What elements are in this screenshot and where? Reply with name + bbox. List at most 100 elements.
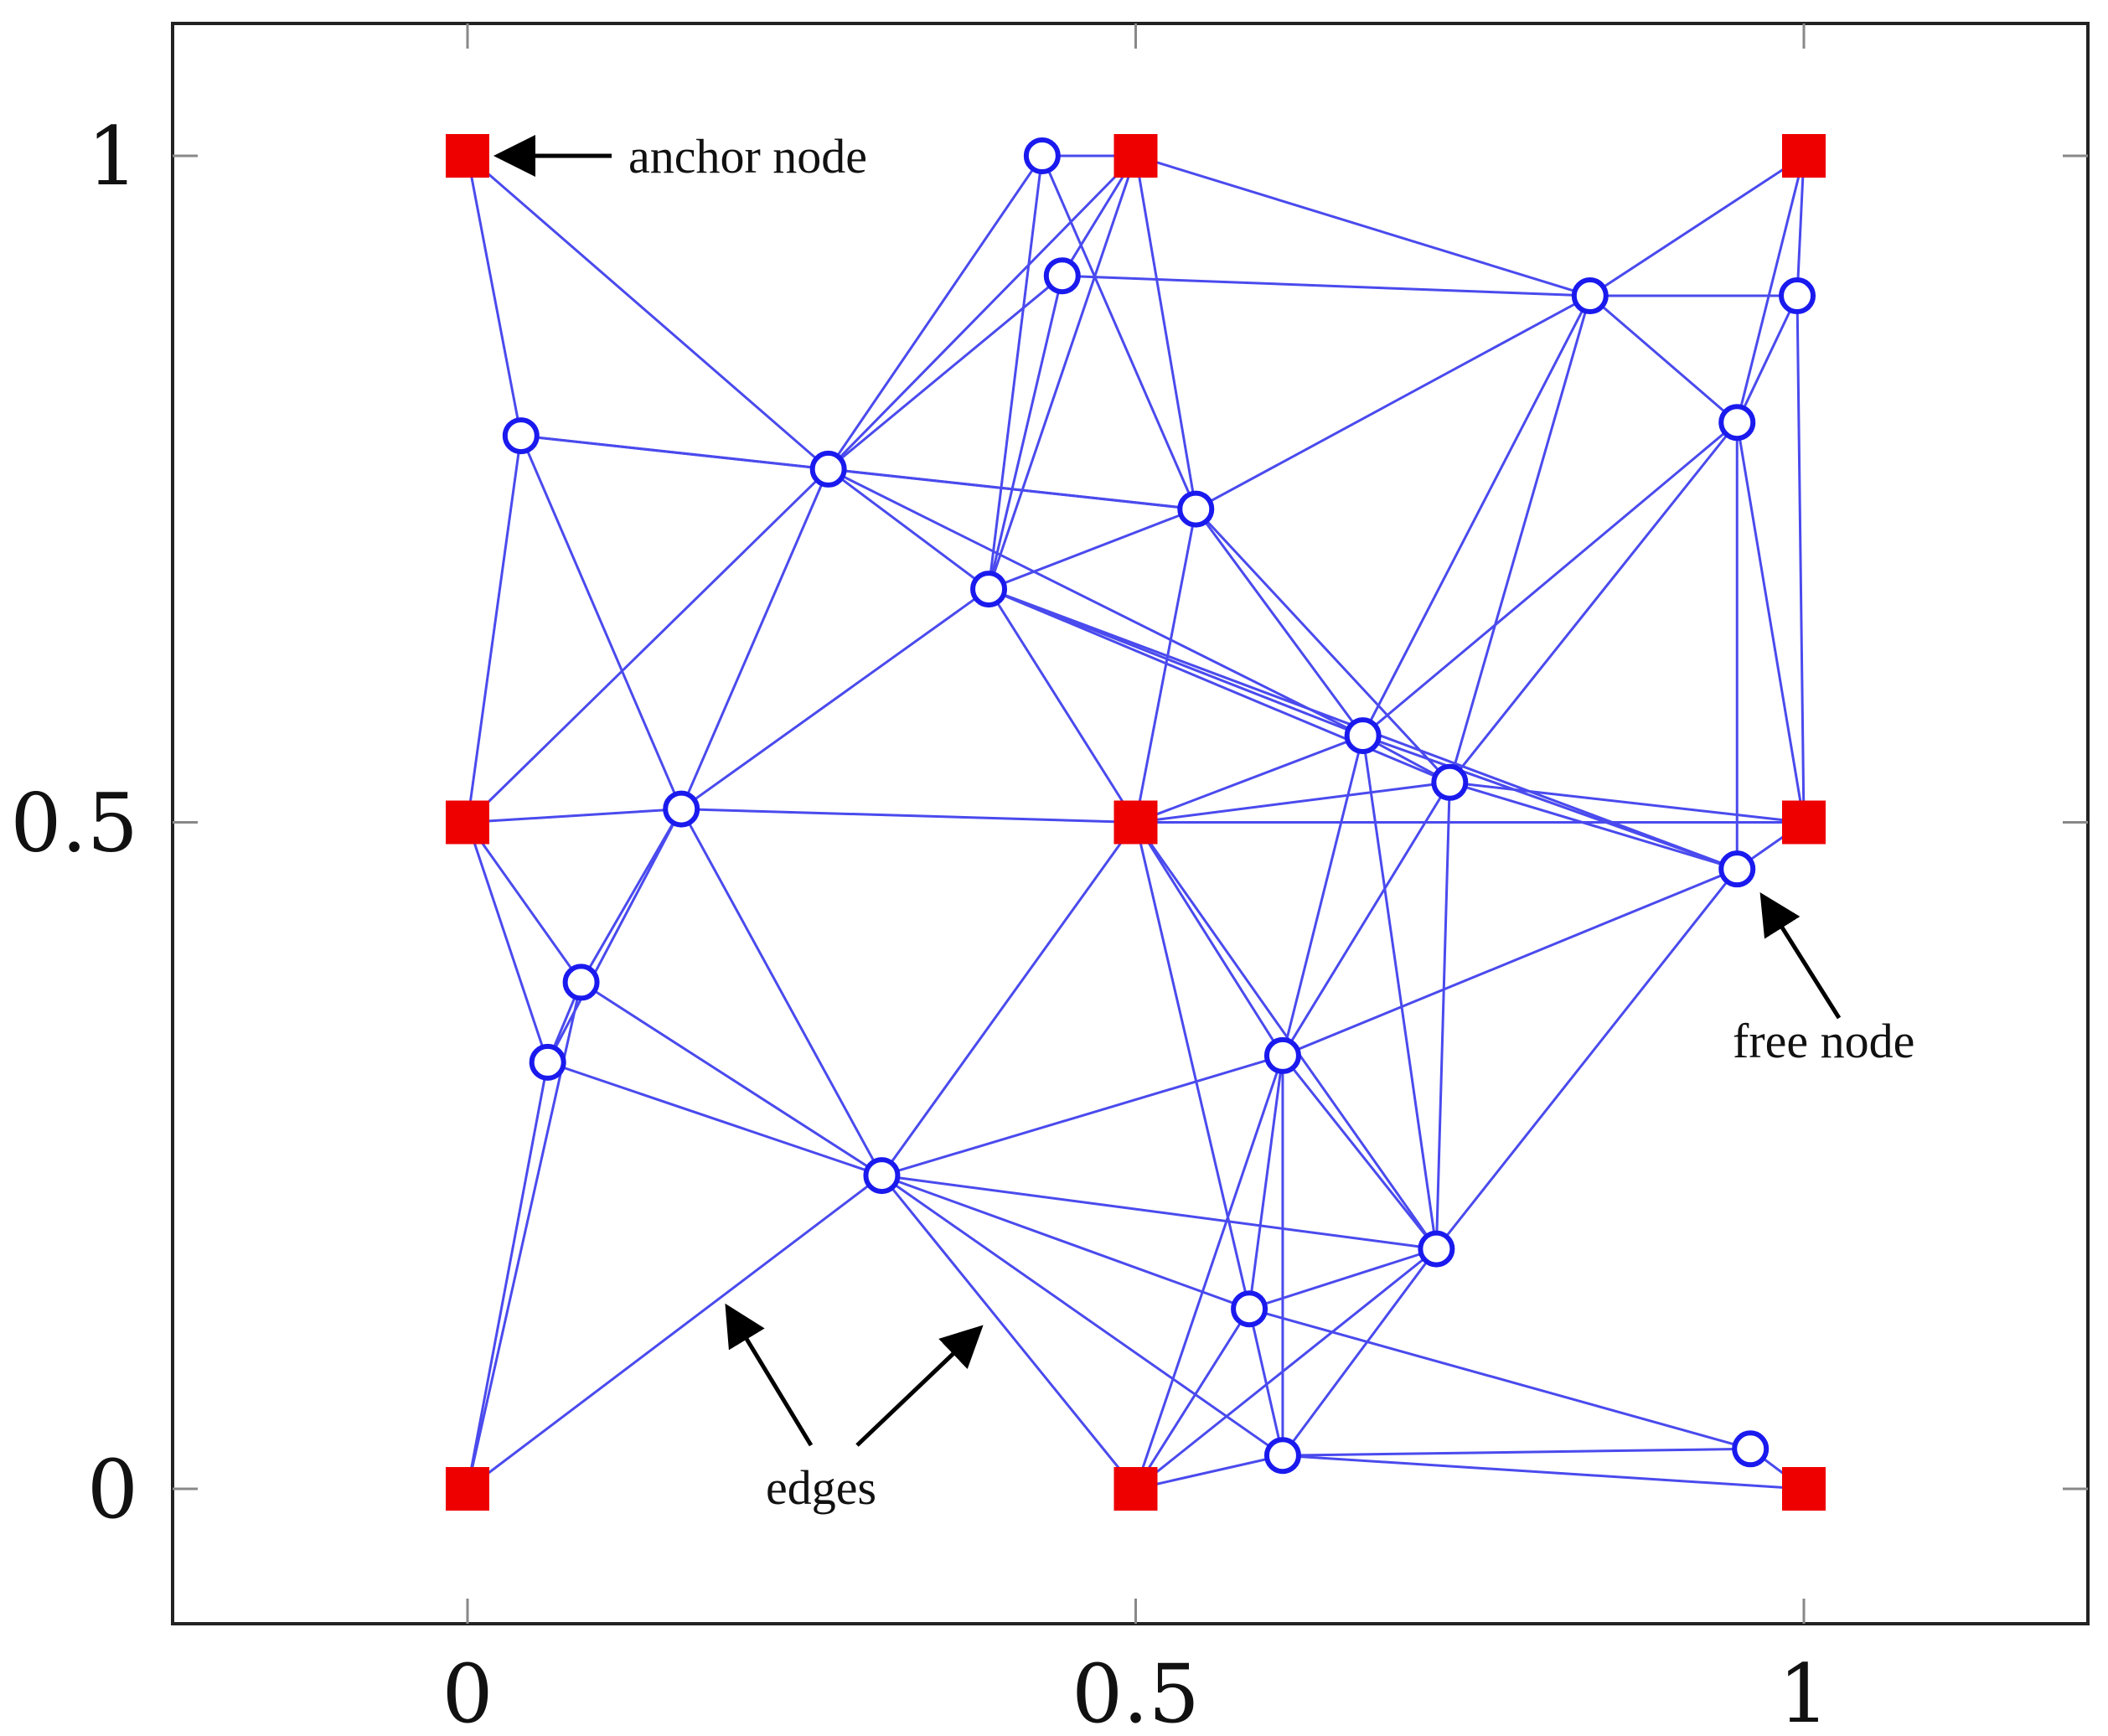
edge bbox=[988, 587, 1450, 784]
annotations-layer: anchor node free node edges bbox=[493, 129, 1914, 1515]
edge bbox=[1134, 734, 1364, 824]
edge bbox=[681, 808, 1136, 824]
edges-label: edges bbox=[766, 1460, 876, 1515]
anchor-node bbox=[1113, 1467, 1158, 1511]
y-tick-label: 1 bbox=[87, 110, 138, 204]
anchor-node bbox=[1782, 800, 1826, 845]
edge bbox=[679, 468, 830, 810]
edge bbox=[1434, 782, 1451, 1249]
edge bbox=[1135, 154, 1591, 297]
edge bbox=[1449, 781, 1805, 824]
edge bbox=[881, 1175, 1137, 1490]
edge bbox=[1248, 1055, 1284, 1310]
edge bbox=[466, 435, 523, 823]
anchor-node bbox=[1113, 800, 1158, 845]
edge bbox=[1041, 155, 1197, 510]
edge bbox=[580, 981, 883, 1177]
free-node-label: free node bbox=[1733, 1014, 1914, 1068]
edge bbox=[546, 808, 683, 1063]
free-node bbox=[970, 571, 1008, 608]
edge bbox=[1248, 1248, 1437, 1310]
edge bbox=[1134, 1308, 1251, 1490]
edge bbox=[519, 435, 683, 810]
anchor-node bbox=[1782, 134, 1826, 178]
edge bbox=[987, 588, 1137, 824]
edge bbox=[881, 1174, 1284, 1457]
edge bbox=[1195, 294, 1591, 510]
edge bbox=[1795, 296, 1806, 823]
edge bbox=[1135, 781, 1450, 824]
x-tick-label: 1 bbox=[1778, 1647, 1829, 1736]
edge bbox=[1282, 867, 1738, 1057]
edge bbox=[1735, 295, 1799, 423]
anchor-node bbox=[446, 1467, 489, 1511]
free-node bbox=[863, 1157, 901, 1195]
y-tick-label: 0.5 bbox=[10, 777, 138, 871]
x-tick-label: 0 bbox=[442, 1647, 493, 1736]
edge bbox=[679, 808, 883, 1176]
edges-arrow-left bbox=[725, 1303, 814, 1447]
nodes-layer bbox=[446, 134, 1826, 1511]
edge bbox=[881, 1174, 1250, 1310]
edge bbox=[881, 1054, 1284, 1177]
edge bbox=[1795, 155, 1806, 297]
free-node-arrow bbox=[1759, 891, 1842, 1020]
free-node bbox=[1263, 1036, 1301, 1074]
y-tick-label: 0 bbox=[87, 1443, 138, 1537]
edge bbox=[466, 822, 550, 1063]
edge bbox=[466, 155, 523, 437]
edge bbox=[987, 155, 1044, 590]
free-node bbox=[1231, 1290, 1268, 1328]
edge bbox=[827, 155, 1044, 470]
anchor-node bbox=[1782, 1467, 1826, 1511]
edge bbox=[1735, 155, 1806, 423]
edge bbox=[1589, 154, 1805, 297]
edge bbox=[827, 468, 1364, 737]
edge bbox=[1282, 1454, 1805, 1491]
edge bbox=[827, 154, 1137, 470]
edges-arrow-right bbox=[855, 1325, 984, 1447]
edge bbox=[1281, 781, 1451, 1057]
free-node bbox=[1344, 717, 1382, 755]
edge bbox=[1361, 295, 1592, 736]
edge bbox=[1281, 1054, 1438, 1250]
free-node bbox=[1779, 277, 1816, 315]
edge bbox=[580, 808, 683, 984]
edge bbox=[467, 1174, 883, 1491]
free-node bbox=[1732, 1430, 1770, 1468]
edge bbox=[1449, 781, 1738, 871]
edge bbox=[1281, 1248, 1438, 1457]
edge bbox=[1361, 421, 1739, 737]
edge bbox=[1449, 421, 1739, 783]
free-node bbox=[502, 417, 540, 455]
edge bbox=[1361, 735, 1438, 1249]
edge bbox=[1062, 274, 1590, 297]
free-node bbox=[1571, 277, 1609, 315]
free-node bbox=[1023, 137, 1061, 174]
edge bbox=[1282, 1447, 1751, 1457]
edge bbox=[1248, 1308, 1284, 1456]
edge bbox=[1134, 1055, 1284, 1490]
edge bbox=[467, 154, 829, 471]
edge bbox=[466, 468, 829, 824]
free-node bbox=[1718, 404, 1756, 442]
free-node bbox=[663, 790, 700, 828]
edge bbox=[987, 155, 1137, 590]
edge bbox=[827, 468, 989, 591]
edge bbox=[1134, 821, 1284, 1057]
edge bbox=[988, 508, 1196, 591]
edge bbox=[1134, 822, 1251, 1310]
anchor-node bbox=[446, 800, 489, 845]
edge bbox=[1195, 508, 1364, 736]
edge bbox=[547, 1061, 882, 1177]
free-node bbox=[1043, 257, 1081, 295]
edge bbox=[1448, 295, 1592, 783]
edge bbox=[1134, 509, 1197, 823]
edge bbox=[1134, 1248, 1438, 1491]
edge bbox=[881, 1174, 1437, 1251]
free-node bbox=[1418, 1230, 1455, 1268]
anchor-node-label: anchor node bbox=[628, 129, 867, 183]
edge bbox=[881, 821, 1137, 1176]
edge bbox=[1135, 1454, 1284, 1491]
